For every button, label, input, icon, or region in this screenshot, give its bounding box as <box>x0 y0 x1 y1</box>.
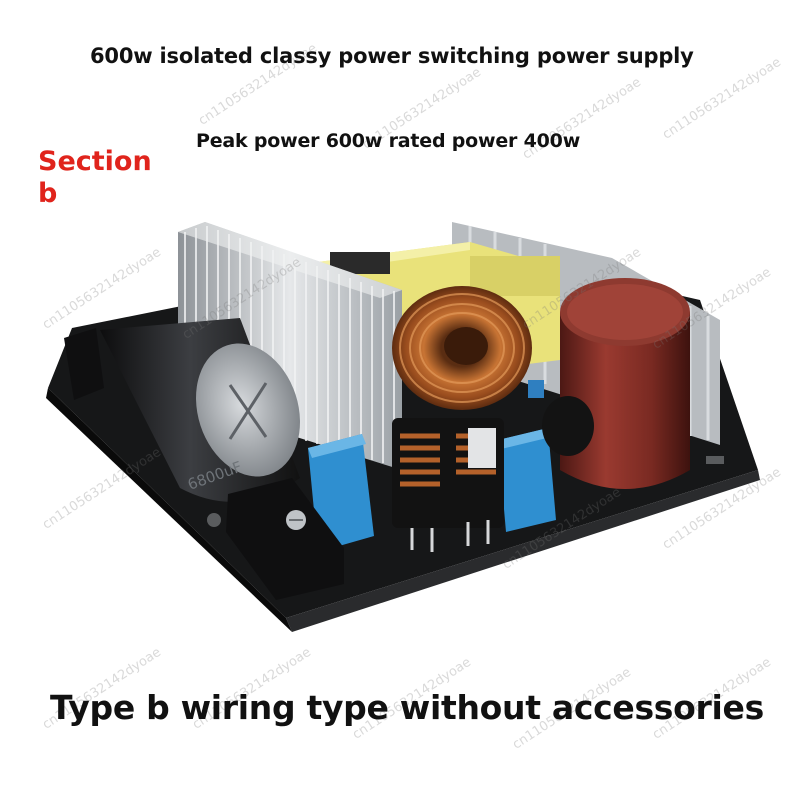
section-label-line1: Section <box>38 146 152 177</box>
product-title: 600w isolated classy power switching pow… <box>90 44 694 68</box>
board-slot <box>706 456 724 464</box>
black-electrolytic-capacitor: 6800uF <box>100 318 300 502</box>
section-label-line2: b <box>38 178 58 209</box>
terminal-block-rear <box>64 328 104 400</box>
toroidal-copper-inductor <box>392 286 532 410</box>
power-spec-subtitle: Peak power 600w rated power 400w <box>196 130 581 152</box>
large-red-capacitor <box>560 278 690 489</box>
blue-film-capacitor-right <box>498 428 556 532</box>
pcb-edge <box>46 388 292 632</box>
terminal-block-front <box>226 478 344 600</box>
mounting-hole <box>207 513 221 527</box>
section-label: Section b <box>38 146 152 210</box>
common-mode-choke <box>392 418 504 552</box>
small-blue-capacitor <box>528 380 544 398</box>
wiring-type-caption: Type b wiring type without accessories <box>50 688 764 727</box>
varistor-disc <box>542 396 594 456</box>
pcb-edge-right <box>286 470 760 632</box>
